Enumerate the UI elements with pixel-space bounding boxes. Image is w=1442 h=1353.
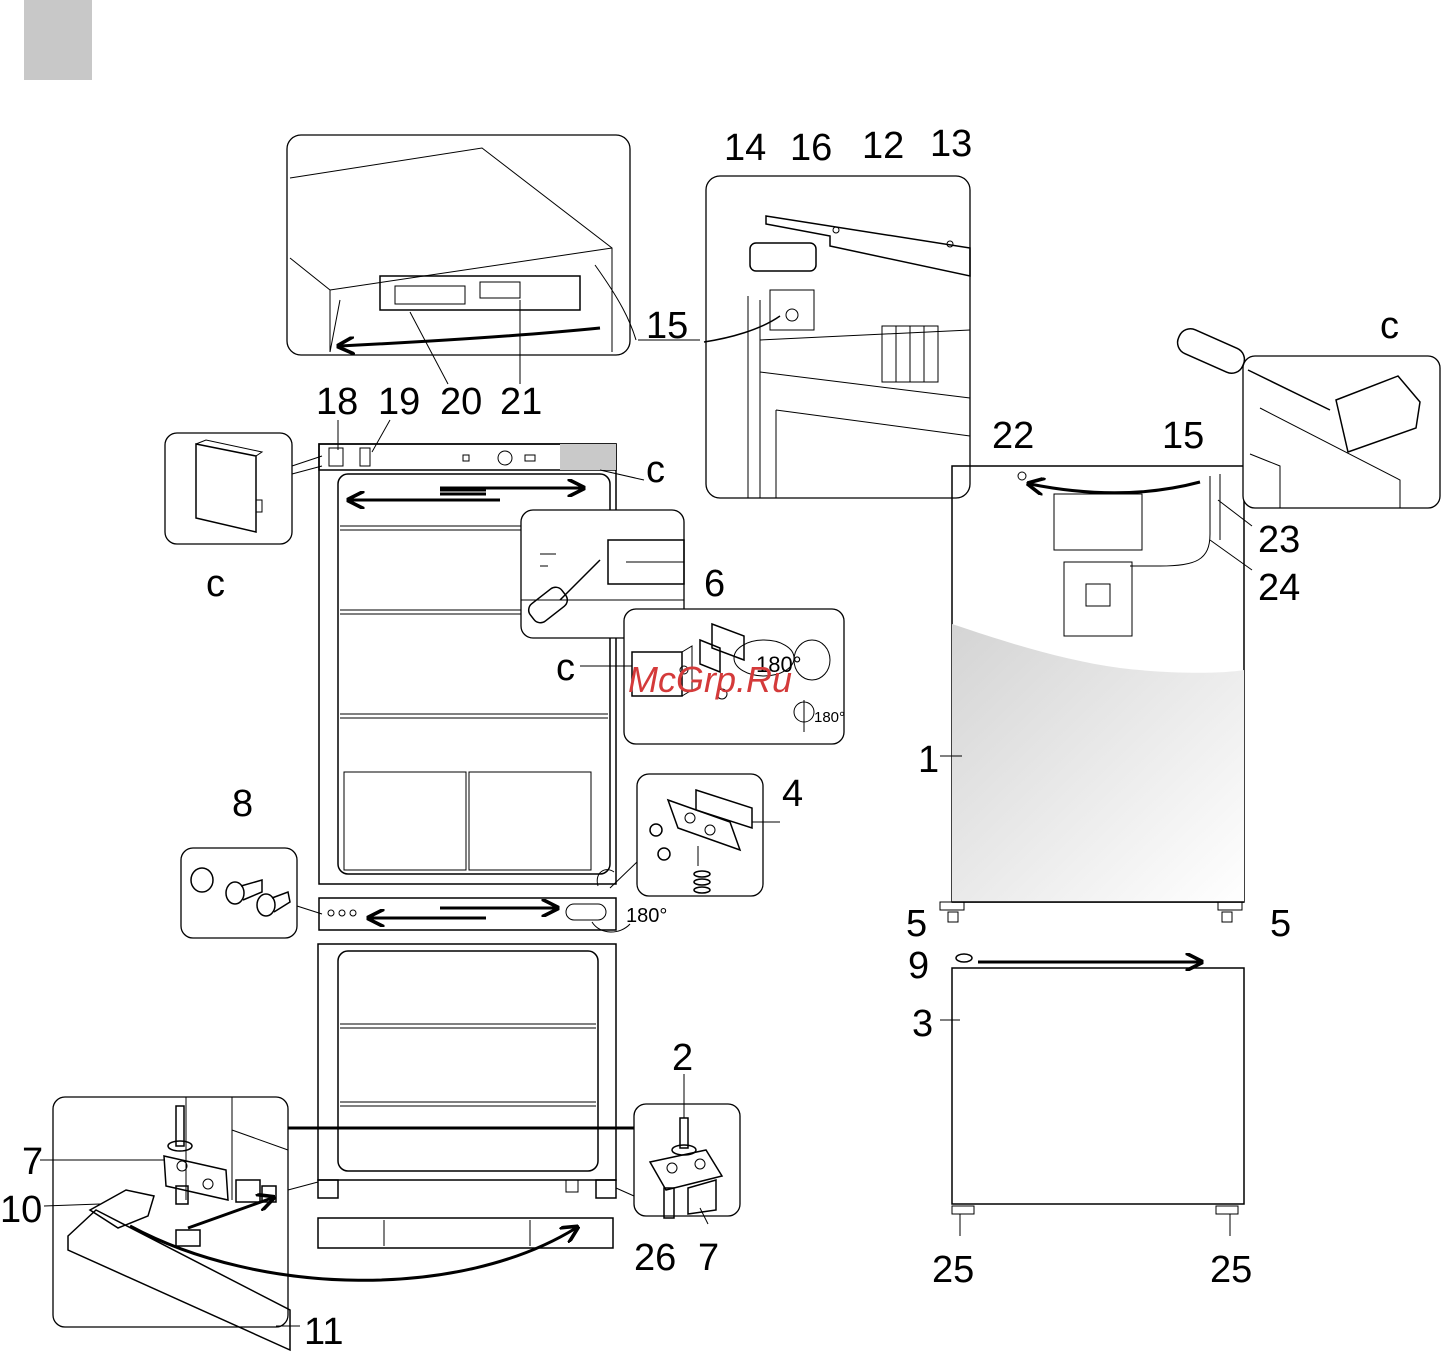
label-10: 10 <box>0 1189 42 1231</box>
detail-bottom-right <box>616 1104 740 1218</box>
label-11: 11 <box>304 1311 343 1353</box>
label-9: 9 <box>908 945 929 987</box>
right-lower-door <box>952 954 1244 1236</box>
label-12: 12 <box>862 125 904 167</box>
label-8: 8 <box>232 783 253 825</box>
label-1: 1 <box>918 739 939 781</box>
detail-top-screws <box>704 176 970 498</box>
detail-screws-8 <box>181 848 322 938</box>
label-20: 20 <box>440 381 482 423</box>
label-5-right: 5 <box>1270 903 1291 945</box>
right-upper-door <box>940 466 1244 922</box>
label-7-left: 7 <box>22 1141 43 1183</box>
label-24: 24 <box>1258 567 1300 609</box>
label-18: 18 <box>316 381 358 423</box>
middle-hinge-bar <box>319 870 630 932</box>
label-25-right: 25 <box>1210 1249 1252 1291</box>
label-26: 26 <box>634 1237 676 1279</box>
label-15-top: 15 <box>646 305 688 347</box>
label-180-hinge-small: 180° <box>814 709 845 726</box>
label-180-middle: 180° <box>626 905 667 927</box>
label-3: 3 <box>912 1003 933 1045</box>
label-c-hinge: c <box>556 647 575 689</box>
label-22: 22 <box>992 415 1034 457</box>
page-tab <box>24 0 92 80</box>
label-25-left: 25 <box>932 1249 974 1291</box>
label-c-left: c <box>206 563 225 605</box>
watermark: McGrp.Ru <box>628 659 792 700</box>
detail-hinge-4 <box>610 774 780 896</box>
label-7-right: 7 <box>698 1237 719 1279</box>
detail-cover-left <box>165 433 322 544</box>
detail-cover-right <box>1174 325 1440 508</box>
label-16: 16 <box>790 127 832 169</box>
label-2: 2 <box>672 1037 693 1079</box>
label-21: 21 <box>500 381 542 423</box>
label-4: 4 <box>782 773 803 815</box>
label-c-topright: c <box>1380 305 1399 347</box>
label-15-right: 15 <box>1162 415 1204 457</box>
label-14: 14 <box>724 127 766 169</box>
detail-top-rear <box>287 135 636 355</box>
label-6: 6 <box>704 563 725 605</box>
label-13: 13 <box>930 123 972 165</box>
label-5-left: 5 <box>906 903 927 945</box>
label-c-door: c <box>646 449 665 491</box>
label-23: 23 <box>1258 519 1300 561</box>
label-19: 19 <box>378 381 420 423</box>
